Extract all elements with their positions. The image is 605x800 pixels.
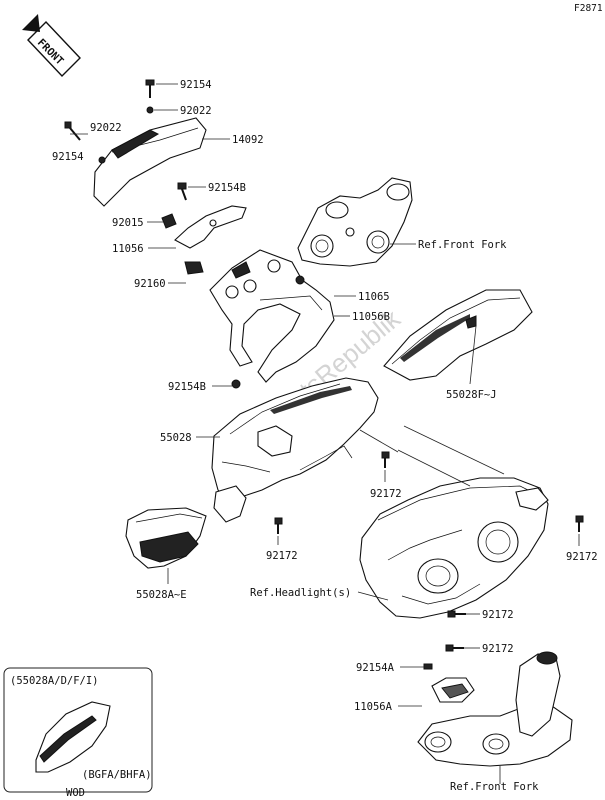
- triple-clamp-top: [297, 177, 413, 267]
- front-arrow-icon: FRONT: [22, 14, 81, 78]
- screw-92172-center: [381, 451, 390, 468]
- callout-92154B-top: 92154B: [208, 182, 246, 194]
- callout-92172-center: 92172: [370, 488, 402, 500]
- side-panel-55028AE: [125, 507, 207, 569]
- callout-92154B-bottom: 92154B: [168, 381, 206, 393]
- callout-92154-top: 92154: [180, 79, 212, 91]
- variant-inset: (55028A/D/F/I) (BGFA/BHFA) WOD: [3, 667, 153, 799]
- callout-92154-left: 92154: [52, 151, 84, 163]
- screw-92172-right: [575, 515, 584, 532]
- callout-11056: 11056: [112, 243, 144, 255]
- figure-code: F2871: [574, 3, 603, 14]
- inset-variants: (55028A/D/F/I): [10, 675, 99, 687]
- callout-92172-right: 92172: [566, 551, 598, 563]
- inset-wod: WOD: [66, 787, 85, 799]
- callout-ref-front-fork-bottom: Ref.Front Fork: [450, 781, 539, 793]
- callout-55028AE: 55028A~E: [136, 589, 187, 601]
- windscreen-55028FJ: [383, 289, 533, 381]
- screw-92154-top: [145, 79, 155, 114]
- upper-cowl-55028: [211, 377, 379, 523]
- callout-ref-headlight: Ref.Headlight(s): [250, 587, 351, 599]
- callout-92172-mid1: 92172: [482, 609, 514, 621]
- headlight-assembly: [359, 477, 549, 619]
- callout-ref-front-fork-top: Ref.Front Fork: [418, 239, 507, 251]
- callout-92154A: 92154A: [356, 662, 395, 674]
- cowl-14092: [93, 117, 207, 207]
- callout-14092: 14092: [232, 134, 264, 146]
- callout-92022-left: 92022: [90, 122, 122, 134]
- screw-92172-mid2: [445, 644, 464, 652]
- callout-11056B: 11056B: [352, 311, 390, 323]
- callout-11056A: 11056A: [354, 701, 393, 713]
- callout-55028: 55028: [160, 432, 192, 444]
- steering-stem: [417, 651, 573, 767]
- screw-92172-left: [274, 517, 283, 534]
- leader-lines: [70, 83, 580, 784]
- callout-11065: 11065: [358, 291, 390, 303]
- screw-92172-mid1: [447, 610, 466, 618]
- inset-side-panel: [35, 701, 111, 773]
- callout-92172-left: 92172: [266, 550, 298, 562]
- callout-92022-top: 92022: [180, 105, 212, 117]
- callout-92015: 92015: [112, 217, 144, 229]
- callout-55028FJ: 55028F~J: [446, 389, 497, 401]
- meter-stay: [209, 249, 335, 389]
- callout-92172-mid2: 92172: [482, 643, 514, 655]
- inset-codes: (BGFA/BHFA): [82, 769, 152, 781]
- callout-92160: 92160: [134, 278, 166, 290]
- bracket-11056: [161, 182, 247, 275]
